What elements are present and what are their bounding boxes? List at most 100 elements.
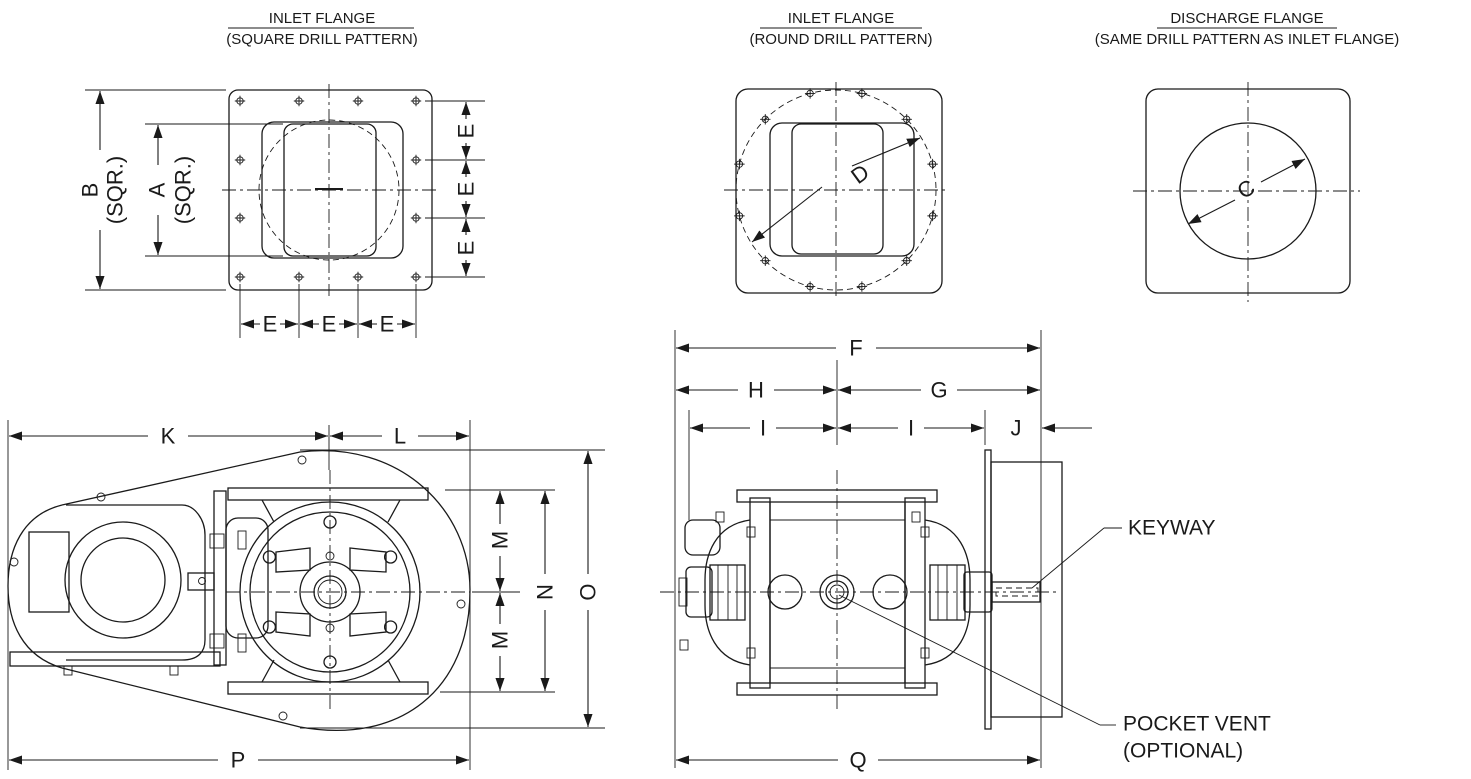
discharge-flange-title: DISCHARGE FLANGE: [1170, 10, 1323, 27]
dimension-line-d: [851, 137, 921, 167]
dimension-label-f: F: [849, 336, 862, 361]
end-plate-left: [749, 497, 771, 689]
housing-taper: [261, 499, 401, 683]
dimension-label-e: E: [454, 182, 479, 197]
dimension-label-h: H: [748, 378, 764, 403]
bolt: [920, 647, 930, 659]
bearing-bracket: [225, 517, 269, 639]
square-flange-title: INLET FLANGE: [269, 10, 375, 27]
inlet-opening: [769, 122, 915, 257]
drive-guard-end: [7, 504, 63, 669]
end-plate-bolt: [383, 620, 398, 634]
bolt: [920, 526, 930, 538]
bolt-hole-cross: [734, 158, 745, 170]
round-flange-subtitle: (ROUND DRILL PATTERN): [749, 31, 932, 48]
motor-end-cap: [28, 531, 70, 613]
square-bolt-pattern: [234, 95, 422, 283]
dimension-label-c: C: [1233, 174, 1259, 204]
bolt: [237, 633, 247, 653]
bolt-hole-cross: [352, 271, 364, 283]
housing-walls: [769, 502, 906, 683]
bolt: [746, 647, 756, 659]
base-nut: [63, 665, 73, 676]
dimension-label-a: A: [145, 182, 170, 197]
round-flange-title: INLET FLANGE: [788, 10, 894, 27]
motor-housing: [64, 521, 182, 639]
fastener: [297, 455, 307, 465]
bolt-hole-cross: [352, 95, 364, 107]
bearing-cover-left: [704, 519, 751, 666]
dimension-label-j: J: [1011, 416, 1022, 441]
keyway-leader: [1031, 527, 1105, 589]
bolt-hole-cross: [804, 281, 816, 292]
end-plate-bolt: [262, 620, 277, 634]
bolt-hole-cross: [856, 281, 868, 292]
bolt-hole-cross: [234, 154, 246, 166]
dimension-note-a: (SQR.): [171, 156, 196, 224]
bolt-hole-cross: [901, 255, 912, 266]
dimension-label-d: D: [846, 159, 874, 189]
callout-keyway: KEYWAY: [1128, 517, 1216, 540]
dimension-label-n: N: [533, 584, 558, 600]
square-flange-view: INLET FLANGE (SQUARE DRILL PATTERN) B (S…: [78, 10, 485, 338]
dimension-label-e: E: [454, 241, 479, 256]
bearing-left: [709, 564, 746, 621]
bolt-hole-cross: [804, 88, 816, 99]
pocket-vent-leader: [838, 594, 1101, 726]
round-flange-view: INLET FLANGE (ROUND DRILL PATTERN) D: [724, 10, 948, 298]
motor-face: [80, 537, 166, 623]
dimension-label-o: O: [576, 583, 601, 600]
square-flange-subtitle: (SQUARE DRILL PATTERN): [226, 31, 417, 48]
bolt-hole-cross: [410, 154, 422, 166]
bolt-hole-cross: [901, 114, 912, 125]
bolt-hole-cross: [234, 212, 246, 224]
end-plate-bolt: [383, 550, 398, 564]
callout-pocket-vent: POCKET VENT: [1123, 713, 1271, 736]
base-nut: [169, 665, 179, 676]
fastener: [9, 557, 19, 567]
grease-fitting: [209, 533, 225, 549]
dimension-label-l: L: [394, 424, 406, 449]
bearing-right: [929, 564, 966, 621]
bolt-hole-cross: [734, 210, 745, 222]
motor-bracket: [187, 572, 215, 591]
bolt-hole-cross: [410, 95, 422, 107]
bolt-hole-cross: [234, 95, 246, 107]
bolt-hole-cross: [927, 158, 938, 170]
fastener: [456, 599, 466, 609]
dimension-line-c: [1260, 158, 1306, 183]
end-plate-bolt: [262, 550, 277, 564]
bolt-hole-cross: [293, 95, 305, 107]
bolt-hole-cross: [410, 212, 422, 224]
dimension-label-e: E: [380, 312, 395, 337]
bearing-detail: [717, 565, 958, 620]
drive-guard-side: [990, 461, 1063, 718]
bolt: [715, 511, 725, 523]
base-plate: [9, 651, 221, 667]
dimension-label-m: M: [488, 631, 513, 649]
drive-side-view: K L P: [7, 420, 605, 773]
end-plate-right: [904, 497, 926, 689]
bearing-cover-right: [924, 519, 971, 666]
dimension-label-i: I: [908, 416, 914, 441]
fastener: [96, 492, 106, 502]
drive-guard: [61, 450, 471, 731]
bolt: [911, 511, 921, 523]
bolt: [237, 530, 247, 550]
fastener: [278, 711, 288, 721]
callout-pocket-vent-note: (OPTIONAL): [1123, 740, 1243, 763]
dimension-label-m: M: [488, 531, 513, 549]
dimension-label-i: I: [760, 416, 766, 441]
bolt-hole-cross: [293, 271, 305, 283]
dimension-label-b: B: [78, 183, 103, 198]
round-bolt-pattern: [734, 88, 938, 292]
drive-side-plate: [984, 449, 992, 730]
gear-motor-body: [66, 504, 206, 661]
dimension-line-d: [751, 186, 823, 243]
rotor-tip-lines: [770, 519, 905, 669]
rotor-outline: [791, 123, 884, 255]
discharge-flange-view: DISCHARGE FLANGE (SAME DRILL PATTERN AS …: [1095, 10, 1399, 302]
grease-fitting: [209, 633, 225, 649]
